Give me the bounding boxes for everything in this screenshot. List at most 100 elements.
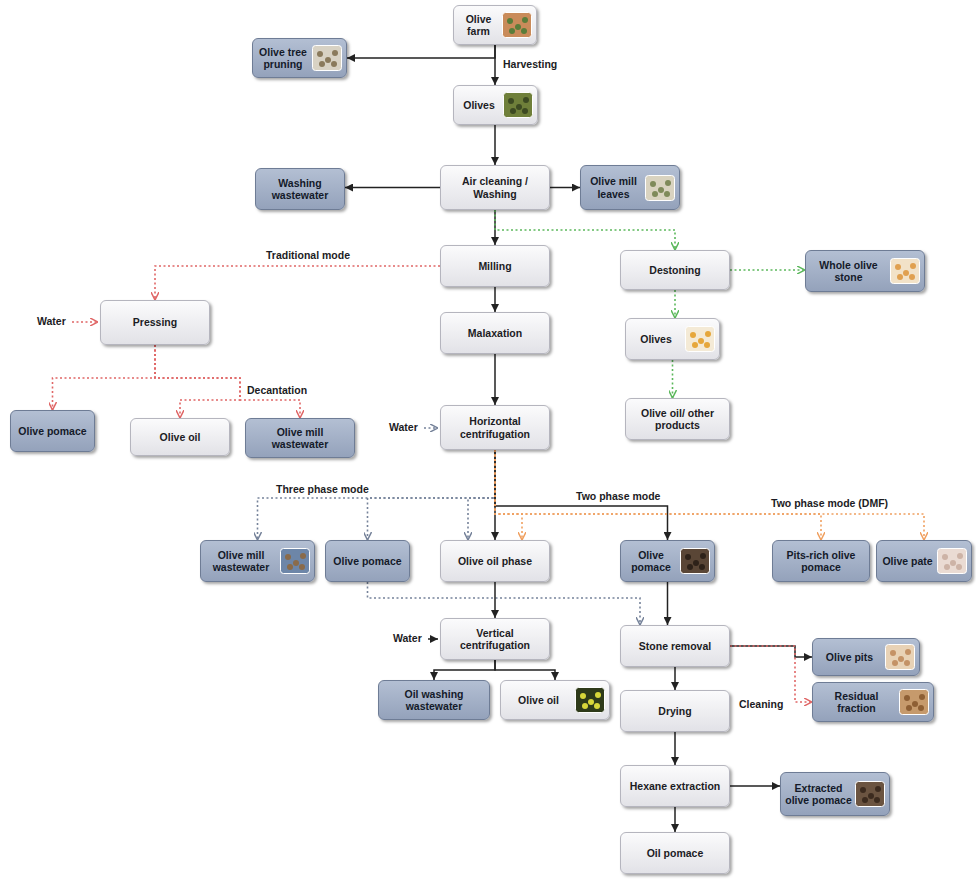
- flow-label: Water: [36, 315, 67, 328]
- flow-connector: [674, 667, 676, 690]
- process-box: Milling: [440, 245, 550, 287]
- flow-connector: [494, 125, 496, 165]
- process-box: Horizontal centrifugation: [440, 405, 550, 450]
- node-text: Washing wastewater: [260, 177, 340, 201]
- water-arrow: [424, 427, 438, 429]
- thumbnail-picture: [312, 45, 342, 71]
- node-text: Olive pomace: [15, 425, 90, 437]
- byproduct-box: Olive pits: [812, 638, 920, 676]
- process-box: Oil pomace: [620, 832, 730, 874]
- byproduct-box: Olive mill wastewater: [200, 540, 315, 582]
- thumbnail-picture: [899, 689, 929, 715]
- thumbnail-picture: [855, 781, 885, 807]
- node-text: Stone removal: [625, 640, 725, 652]
- flow-label: Two phase mode: [575, 490, 661, 503]
- node-text: Oil pomace: [625, 847, 725, 859]
- byproduct-box: Whole olive stone: [805, 250, 925, 292]
- flow-label: Water: [388, 421, 419, 434]
- flow-connector: [155, 345, 300, 418]
- thumbnail-picture: [685, 326, 715, 352]
- process-box: Stone removal: [620, 625, 730, 667]
- node-text: Olive oil/ other products: [630, 407, 725, 431]
- flow-connector: [730, 269, 805, 271]
- process-box: Olive oil: [130, 418, 230, 456]
- node-text: Olive oil: [505, 694, 572, 706]
- node-text: Olive pate: [881, 555, 934, 567]
- flow-connector: [495, 450, 924, 540]
- byproduct-box: Olive pate: [876, 540, 972, 582]
- flow-connector: [495, 450, 821, 540]
- node-text: Vertical centrifugation: [445, 627, 545, 651]
- node-text: Olive oil phase: [445, 555, 545, 567]
- flow-connector: [468, 450, 495, 540]
- node-text: Olives: [630, 333, 682, 345]
- thumbnail-picture: [575, 687, 605, 713]
- node-text: Horizontal centrifugation: [445, 415, 545, 439]
- flow-connector: [347, 45, 495, 58]
- thumbnail-picture: [890, 258, 920, 284]
- byproduct-box: Olive mill leaves: [580, 165, 680, 210]
- flow-label: Water: [392, 632, 423, 645]
- node-text: Malaxation: [445, 327, 545, 339]
- thumbnail-picture: [503, 92, 533, 118]
- flow-label: Traditional mode: [265, 249, 351, 262]
- process-box: Olives: [625, 318, 720, 360]
- flow-label: Three phase mode: [275, 483, 370, 496]
- flow-connector: [672, 360, 674, 398]
- process-box: Air cleaning / Washing: [440, 165, 550, 210]
- node-text: Drying: [625, 705, 725, 717]
- thumbnail-picture: [680, 548, 710, 574]
- node-text: Olive mill wastewater: [250, 426, 350, 450]
- flow-connector: [495, 660, 555, 680]
- thumbnail-picture: [645, 175, 675, 201]
- flow-connector: [674, 290, 676, 318]
- process-box: Olive oil/ other products: [625, 398, 730, 440]
- flow-connector: [53, 345, 156, 410]
- node-text: Milling: [445, 260, 545, 272]
- byproduct-box: Olive pomace: [620, 540, 715, 582]
- node-text: Olive tree pruning: [257, 46, 309, 70]
- node-text: Hexane extraction: [625, 780, 725, 792]
- node-text: Pits-rich olive pomace: [777, 549, 865, 573]
- process-box: Vertical centrifugation: [440, 618, 550, 660]
- node-text: Air cleaning / Washing: [445, 175, 545, 199]
- process-box: Olive oil: [500, 680, 610, 720]
- process-box: Olive oil phase: [440, 540, 550, 582]
- thumbnail-picture: [502, 12, 532, 38]
- flow-connector: [495, 450, 668, 540]
- node-text: Olive farm: [458, 13, 499, 37]
- byproduct-box: Residual fraction: [812, 682, 934, 722]
- node-text: Oil washing wastewater: [383, 688, 485, 712]
- flow-label: Cleaning: [738, 698, 784, 711]
- node-text: Olive oil: [135, 431, 225, 443]
- node-text: Destoning: [625, 264, 725, 276]
- byproduct-box: Olive pomace: [10, 410, 95, 452]
- flow-connector: [730, 785, 780, 787]
- flow-connector: [258, 450, 496, 540]
- node-text: Olive mill wastewater: [205, 549, 277, 573]
- node-text: Whole olive stone: [810, 259, 887, 283]
- node-text: Olive pomace: [330, 555, 405, 567]
- byproduct-box: Extracted olive pomace: [780, 772, 890, 816]
- flow-connector: [345, 187, 440, 189]
- process-box: Hexane extraction: [620, 765, 730, 807]
- process-box: Pressing: [100, 300, 210, 345]
- process-box: Olives: [453, 85, 538, 125]
- flow-connector: [368, 450, 496, 540]
- water-inlets: [72, 322, 438, 639]
- flow-connector: [155, 266, 440, 300]
- node-text: Olive pits: [817, 651, 882, 663]
- node-text: Residual fraction: [817, 690, 896, 714]
- flow-connector: [494, 354, 496, 405]
- process-box: Drying: [620, 690, 730, 732]
- byproduct-box: Olive tree pruning: [252, 38, 347, 78]
- flow-connector: [550, 187, 580, 189]
- flow-label: Decantation: [246, 384, 308, 397]
- process-box: Malaxation: [440, 312, 550, 354]
- byproduct-box: Olive mill wastewater: [245, 418, 355, 458]
- flow-connector: [434, 660, 495, 680]
- thumbnail-picture: [280, 548, 310, 574]
- byproduct-box: Olive pomace: [325, 540, 410, 582]
- flow-connector: [674, 807, 676, 832]
- process-box: Destoning: [620, 250, 730, 290]
